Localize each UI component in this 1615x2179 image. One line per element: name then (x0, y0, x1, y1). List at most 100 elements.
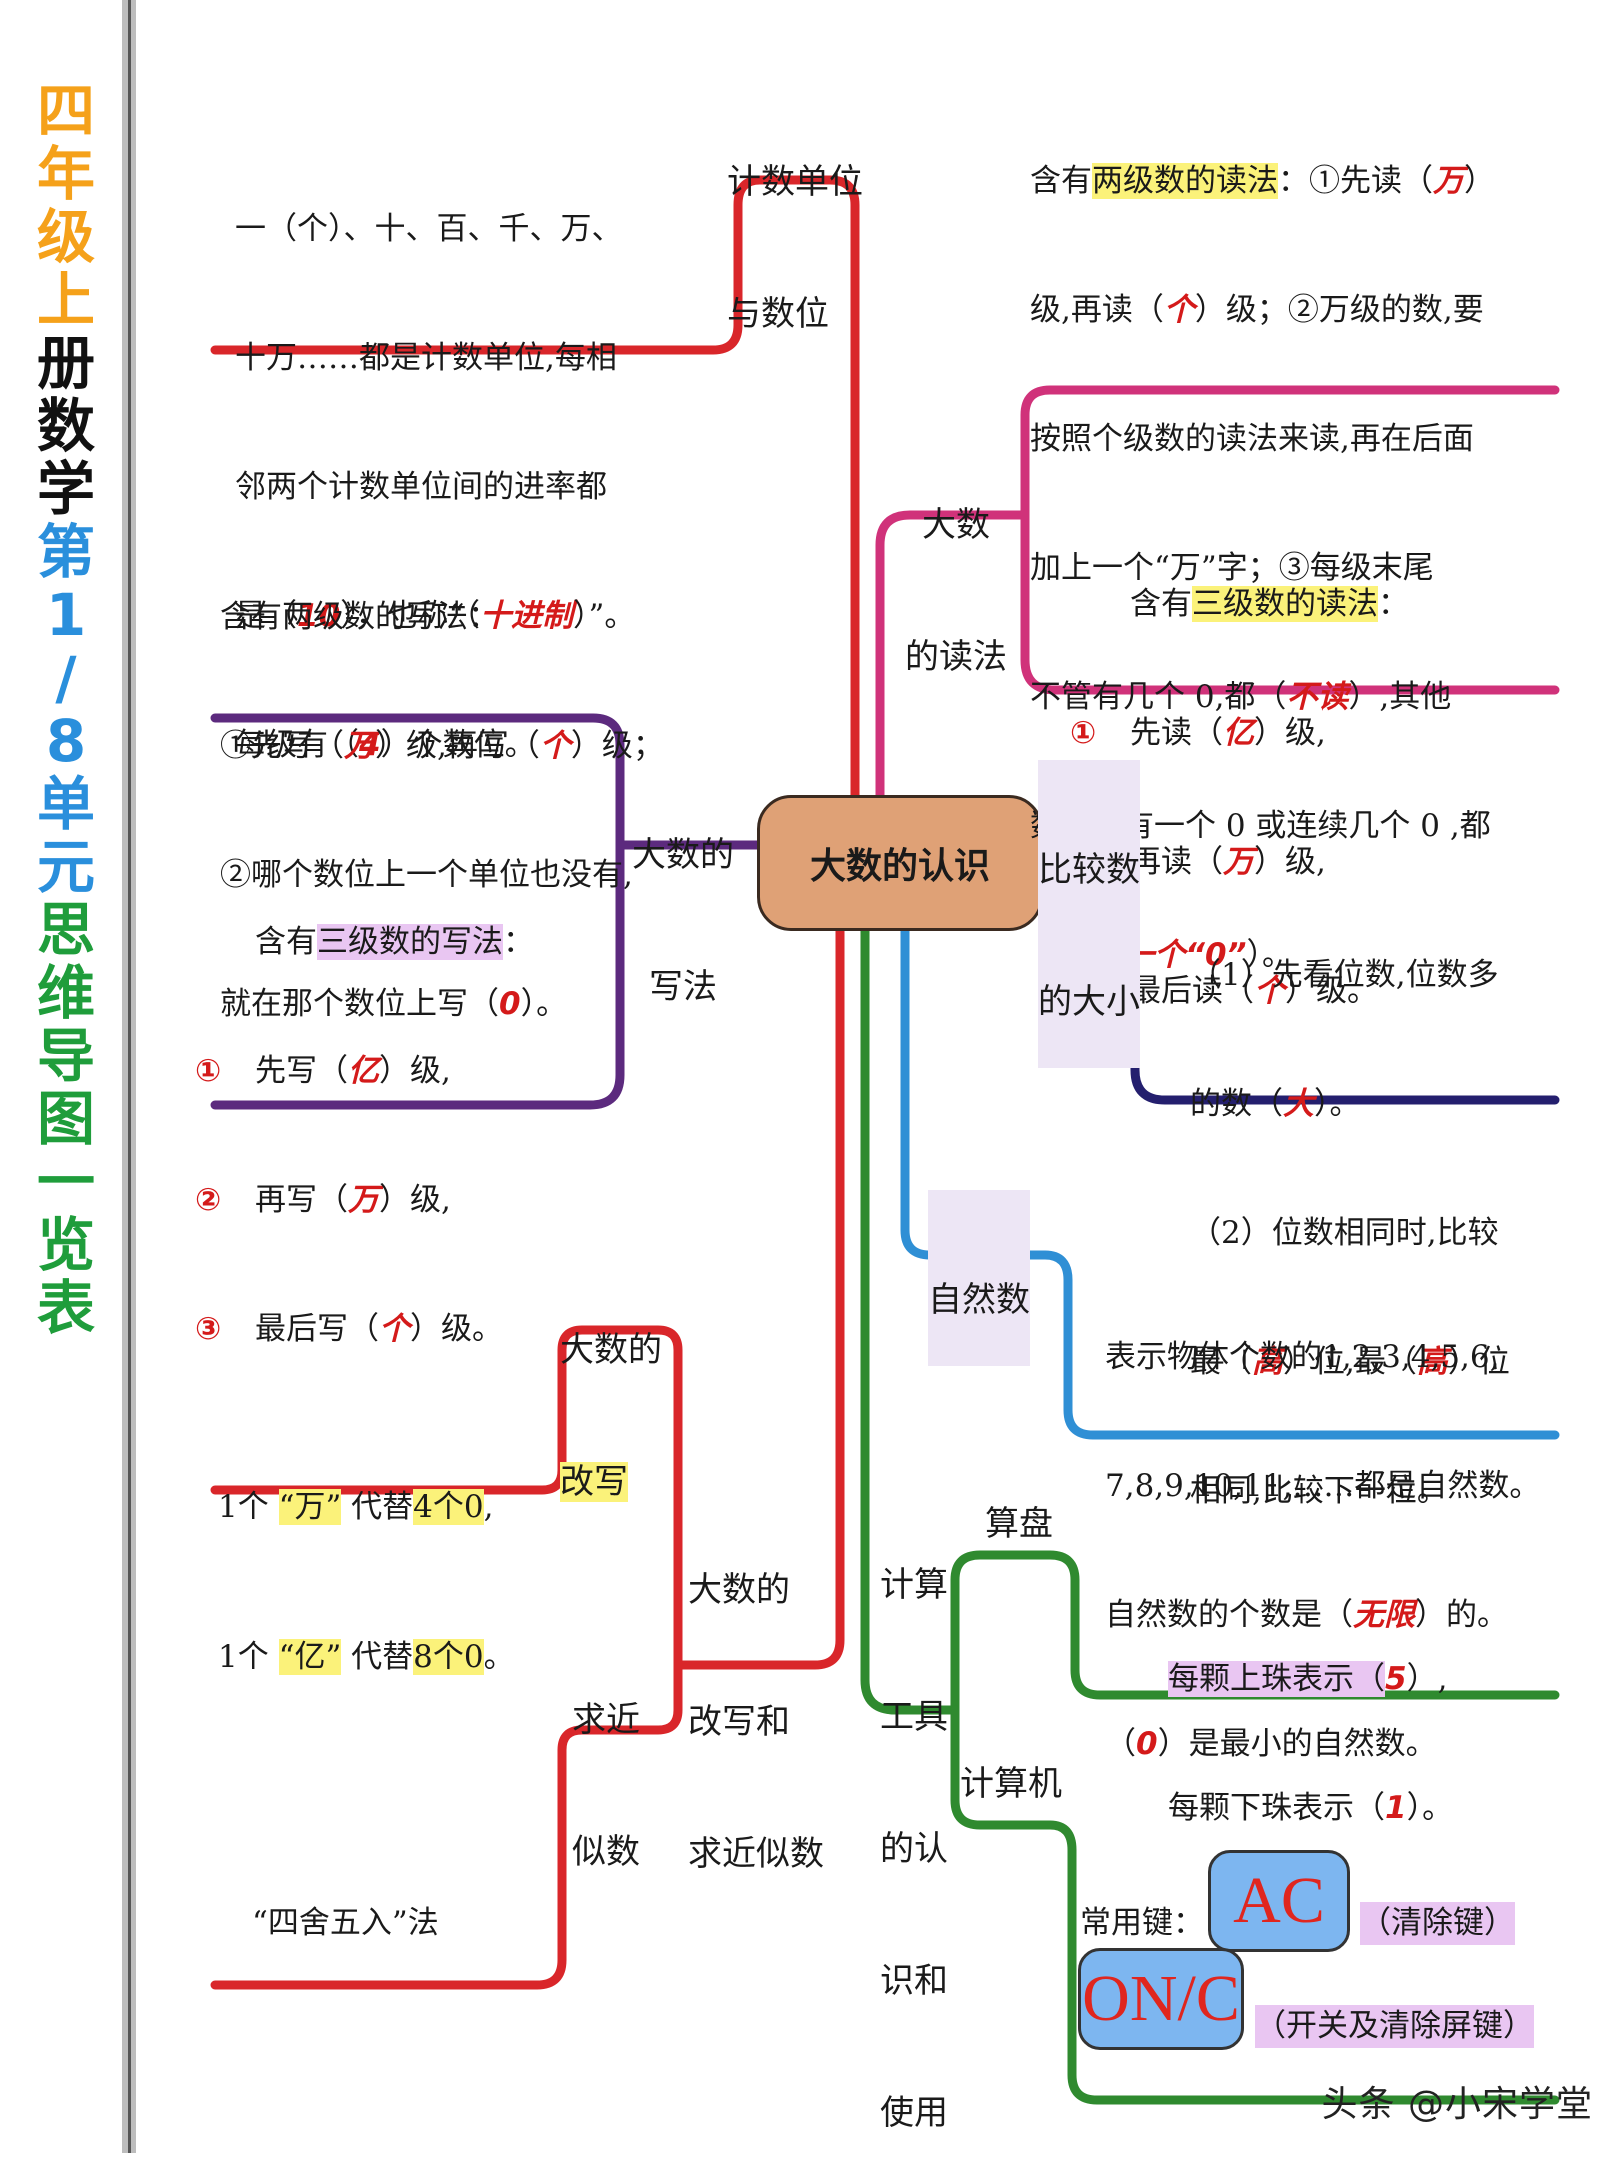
branch-label-write: 大数的 写法 (632, 745, 734, 1053)
highlight-text: 两级数的读法 (1092, 163, 1278, 199)
side-title-char: 一 (36, 1148, 95, 1216)
branch-label-rewrite: 大数的 改写 (560, 1240, 662, 1548)
step-number: ③ (195, 1311, 222, 1347)
side-title-char: 思 (36, 896, 95, 964)
side-title-char: / (55, 644, 77, 712)
text-line: ①先写（万）级,再写（个）级； (220, 725, 664, 768)
text-line: 一（个）、十、百、千、万、 (235, 211, 623, 247)
text-line: 就在那个数位上写（0）。 (220, 983, 664, 1026)
text-fragment: ）位 (1447, 1344, 1510, 1380)
text-line: 7,8,9,10,11,……都是自然数。 (1105, 1468, 1541, 1504)
branch-line-abacus (950, 1550, 1560, 1715)
text-fragment: ）级； (570, 728, 664, 764)
text-line: 邻两个计数单位间的进率都 (235, 469, 607, 505)
text-fragment: ：①先读（ (1278, 163, 1433, 199)
branch-label-line: 求近似数 (688, 1834, 824, 1874)
compare-text: （1）先看位数,位数多 的数（大）。 （2）位数相同时,比较 最（高）位,最（高… (1190, 868, 1510, 1556)
watermark: 头条 @小宋学堂 (1321, 2084, 1593, 2125)
answer-text: 无限 (1353, 1597, 1415, 1633)
text-fragment: ）。 (1406, 1790, 1454, 1826)
answer-text: 十进制 (480, 598, 573, 634)
center-node: 大数的认识 (757, 795, 1043, 931)
text-fragment: 最后写（ (255, 1311, 379, 1347)
text-line: 自然数的个数是（无限）的。 (1105, 1594, 1540, 1637)
step-number: ① (1070, 715, 1097, 751)
branch-line-write (210, 713, 762, 850)
text-fragment: ）级；②万级的数,要 (1194, 292, 1484, 328)
branch-line-units (210, 175, 860, 800)
side-title-char: 图 (36, 1085, 95, 1153)
answer-text: 亿 (348, 1053, 379, 1089)
text-fragment: ）级, (379, 1053, 451, 1089)
branch-label-line: 工具 (880, 1697, 948, 1737)
text-line: （1）先看位数,位数多 (1190, 957, 1499, 993)
abacus-text: 每颗上珠表示（5）, 每颗下珠表示（1）。 (1168, 1572, 1453, 1873)
rewrite-text: 1个 “万” 代替4个0, 1个 “亿” 代替8个0。 (218, 1382, 515, 1732)
branch-label-natural: 自然数 (928, 1190, 1030, 1366)
branch-label-line: 的大小 (1038, 982, 1140, 1022)
side-title-char: 数 (36, 392, 95, 460)
text-fragment: 先读（ (1130, 715, 1223, 751)
branch-label-tools: 计算 工具 的认 识和 使用 (880, 1475, 948, 2179)
branch-label-line: 计算 (880, 1565, 948, 1605)
text-line: 含有两级数的写法： (220, 599, 499, 635)
highlight-text: 8个0 (413, 1639, 484, 1675)
side-title-char: 1 (45, 581, 87, 649)
text-fragment: 再读（ (1130, 844, 1223, 880)
text-fragment: ： (503, 924, 534, 960)
branch-label-line: 大数 (922, 505, 990, 545)
text-line: 最（高）位,最（高）位 (1190, 1341, 1510, 1384)
text-line: （2）位数相同时,比较 (1190, 1215, 1499, 1251)
text-line: 含有三级数的写法： (195, 921, 534, 964)
text-fragment: ）级。 (1285, 973, 1378, 1009)
text-fragment: ）级,再写（ (375, 728, 540, 764)
side-title-char: 学 (36, 455, 95, 523)
answer-text: 高 (1416, 1344, 1448, 1380)
onc-key-desc: （开关及清除屏键） (1255, 2005, 1534, 2048)
text-fragment: ）位,最（ (1283, 1344, 1417, 1380)
branch-label-line: 自然数 (928, 1280, 1030, 1320)
ac-key-label: AC (1233, 1864, 1325, 1937)
text-fragment: ）级, (1254, 715, 1326, 751)
side-title-char: 表 (36, 1274, 95, 1342)
side-title-char: 第 (36, 518, 95, 586)
branch-line-approx (210, 1660, 683, 1990)
text-line: ②哪个数位上一个单位也没有, (220, 857, 633, 893)
text-fragment: 是（ (235, 598, 297, 634)
onc-key-label: ON/C (1082, 1962, 1240, 2035)
read-two-level-text: 含有两级数的读法：①先读（万） 级,再读（个）级；②万级的数,要 按照个级数的读… (1030, 74, 1495, 1020)
answer-text: 万 (1433, 163, 1464, 199)
text-fragment: ）级。 (410, 1311, 503, 1347)
text-fragment: 含有 (255, 924, 317, 960)
ac-key: AC (1208, 1850, 1350, 1952)
text-fragment: 。 (483, 1639, 515, 1675)
text-line: 十万……都是计数单位,每相 (235, 340, 617, 376)
branch-label-line: 的读法 (905, 637, 1007, 677)
text-fragment: ）。 (1314, 1086, 1361, 1122)
text-fragment: 先写（ (255, 1053, 348, 1089)
step-number: ① (195, 1053, 222, 1089)
write-two-level-text: 含有两级数的写法： ①先写（万）级,再写（个）级； ②哪个数位上一个单位也没有,… (220, 510, 664, 1069)
answer-text: 4 (359, 727, 381, 763)
branch-label-line: 使用 (880, 2093, 948, 2133)
side-title-char: 四 (36, 77, 95, 145)
highlight-text: 三级数的读法 (1192, 586, 1378, 622)
text-fragment: , (483, 1489, 494, 1525)
text-fragment: ： (1378, 586, 1409, 622)
text-fragment: ）。 (520, 986, 568, 1022)
answer-text: 万 (348, 1182, 379, 1218)
side-title-char: 单 (36, 770, 95, 838)
text-fragment: 最（ (1190, 1344, 1252, 1380)
text-line: 不管有几个 0,都（不读）,其他 (1030, 676, 1495, 719)
branch-label-line: 大数的 (560, 1330, 662, 1370)
text-fragment: 1个 (218, 1489, 269, 1525)
text-fragment: ）是最小的自然数。 (1157, 1726, 1437, 1762)
text-line: 每级有（4）个数位。 (235, 724, 635, 767)
text-fragment: ）的。 (1415, 1597, 1508, 1633)
answer-text: 5 (1385, 1661, 1407, 1697)
answer-text: 1 (1385, 1790, 1407, 1826)
answer-text: 10 (297, 598, 341, 634)
text-fragment: 最后读（ (1130, 973, 1254, 1009)
